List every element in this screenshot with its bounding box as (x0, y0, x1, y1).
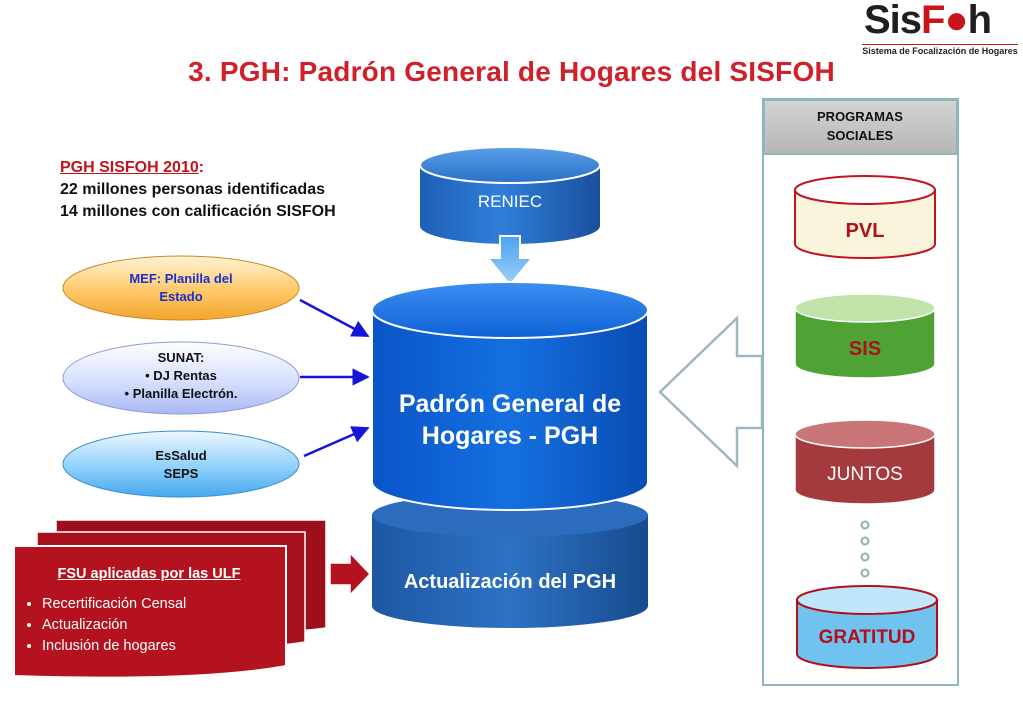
logo-word-red: F (921, 0, 945, 42)
more-programs-dots (860, 520, 870, 578)
source-mef-line1: MEF: Planilla del (129, 271, 232, 286)
reniec-label: RENIEC (478, 192, 542, 211)
logo-word-rest: h (967, 0, 992, 42)
pgh-stats: PGH SISFOH 2010: 22 millones personas id… (60, 157, 336, 223)
source-essalud-line2: SEPS (164, 466, 199, 481)
pgh-label-line1: Padrón General de (399, 390, 621, 418)
program-gratitud: GRATITUD (796, 585, 938, 669)
programs-header-line2: SOCIALES (827, 128, 894, 143)
source-sunat-line2: • DJ Rentas (145, 368, 217, 383)
source-sunat-line3: • Planilla Electrón. (125, 386, 238, 401)
reniec-cylinder: RENIEC (419, 146, 601, 244)
fsu-item-inclusion: Inclusión de hogares (42, 636, 274, 657)
program-pvl-label: PVL (846, 220, 885, 242)
source-mef: MEF: Planilla del Estado (62, 255, 300, 321)
logo-word-dark: Sis (864, 0, 922, 42)
programs-to-pgh-arrow (658, 315, 764, 469)
sisfoh-logo: SisF●h Sistema de Focalización de Hogare… (858, 0, 1020, 58)
stats-line-1: 22 millones personas identificadas (60, 181, 325, 198)
pgh-cylinder: Padrón General de Hogares - PGH (371, 281, 649, 511)
fsu-item-actualizacion: Actualización (42, 615, 274, 636)
program-gratitud-label: GRATITUD (819, 627, 916, 648)
programs-header-line1: PROGRAMAS (817, 109, 903, 124)
stats-line-2: 14 millones con calificación SISFOH (60, 203, 336, 220)
fsu-list: Recertificación Censal Actualización Inc… (24, 594, 274, 657)
logo-subtitle: Sistema de Focalización de Hogares (862, 44, 1018, 58)
essalud-to-pgh-arrow (303, 426, 370, 458)
update-cylinder: Actualización del PGH (372, 493, 648, 628)
fsu-title: FSU aplicadas por las ULF (57, 566, 241, 582)
reniec-to-pgh-arrow (485, 235, 535, 287)
fsu-item-recertificacion: Recertificación Censal (42, 594, 274, 615)
logo-word-dot-icon: ● (944, 0, 968, 42)
program-sis: SIS (794, 293, 936, 379)
source-essalud: EsSalud SEPS (62, 430, 300, 498)
source-sunat: SUNAT: • DJ Rentas • Planilla Electrón. (62, 341, 300, 415)
program-juntos: JUNTOS (794, 419, 936, 505)
logo-wordmark: SisF●h (864, 0, 992, 43)
pgh-label-line2: Hogares - PGH (422, 422, 598, 450)
update-label: Actualización del PGH (404, 571, 616, 593)
stats-heading: PGH SISFOH 2010 (60, 159, 199, 176)
fsu-to-update-arrow (329, 551, 372, 597)
program-pvl: PVL (794, 175, 936, 259)
source-essalud-line1: EsSalud (155, 448, 206, 463)
program-juntos-label: JUNTOS (827, 464, 903, 485)
mef-to-pgh-arrow (299, 298, 370, 338)
program-sis-label: SIS (849, 338, 881, 360)
fsu-document-stack (13, 519, 327, 679)
source-sunat-line1: SUNAT: (158, 350, 205, 365)
stats-colon: : (198, 159, 205, 176)
source-mef-line2: Estado (159, 289, 202, 304)
page-title: 3. PGH: Padrón General de Hogares del SI… (188, 56, 835, 87)
fsu-content: FSU aplicadas por las ULF Recertificació… (24, 566, 274, 657)
